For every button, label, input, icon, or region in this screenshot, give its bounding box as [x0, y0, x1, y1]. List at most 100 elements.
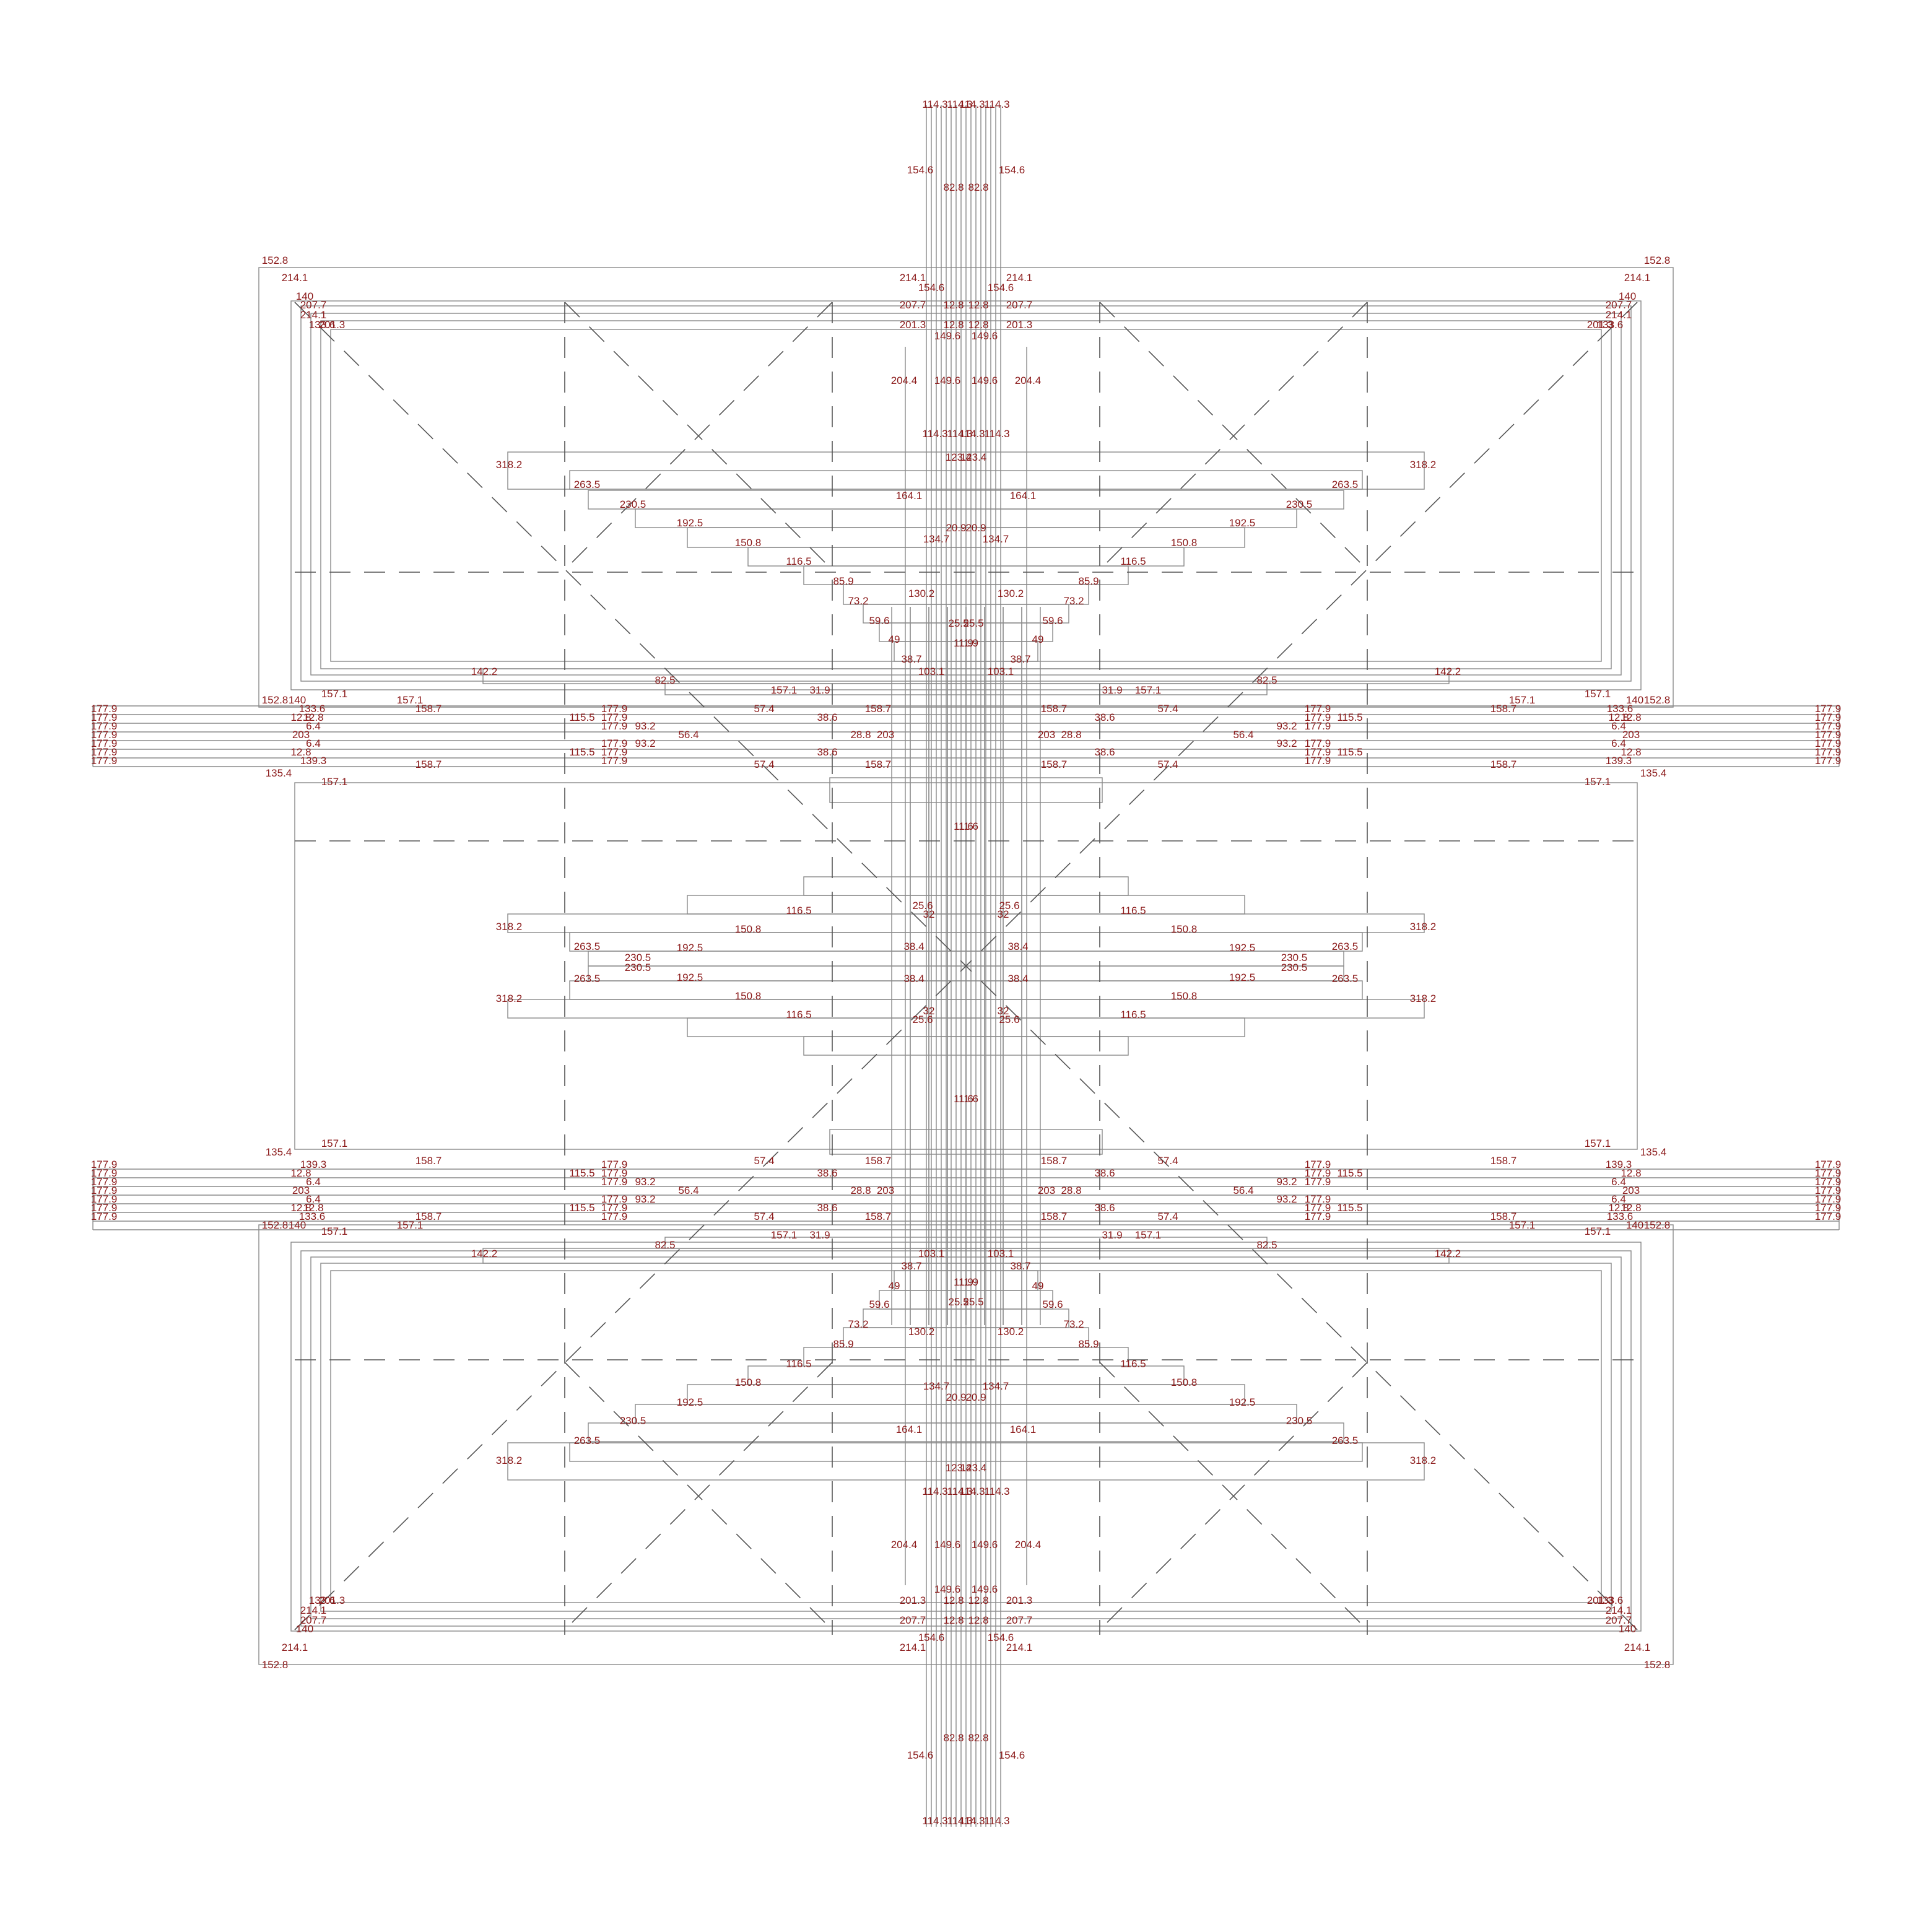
dimension-label: 114.3 — [947, 428, 972, 440]
dimension-label: 12.8 — [943, 319, 964, 331]
dimension-label: 28.8 — [850, 729, 871, 741]
dimension-label: 158.7 — [865, 703, 892, 715]
dashed-diagonal — [1099, 1362, 1368, 1630]
dimension-label: 177.9 — [1815, 1193, 1842, 1205]
dimension-label: 12.8 — [968, 1614, 988, 1626]
dimension-label: 20.9 — [965, 522, 986, 534]
dimension-label: 31.9 — [1102, 684, 1122, 696]
dimension-label: 214.1 — [300, 309, 327, 321]
dimension-label: 20.9 — [946, 522, 966, 534]
dimension-label: 139.3 — [1606, 755, 1632, 767]
dimension-label: 114.3 — [984, 428, 1009, 440]
dimension-label: 38.4 — [903, 941, 924, 952]
dimension-label: 123.4 — [946, 451, 972, 463]
dimension-label: 134.7 — [923, 1380, 950, 1392]
dimension-label: 158.7 — [416, 759, 442, 770]
dimension-label: 25.5 — [963, 617, 983, 629]
dimension-label: 157.1 — [1585, 1225, 1611, 1237]
dimension-label: 158.7 — [865, 1155, 892, 1167]
dimension-label: 59.6 — [869, 615, 889, 627]
dimension-label: 135.4 — [266, 767, 292, 779]
dimension-label: 115.5 — [569, 711, 594, 723]
dimension-label: 114.3 — [959, 1486, 985, 1497]
dimension-label: 177.9 — [91, 746, 118, 758]
dimension-label: 142.2 — [1435, 1248, 1461, 1260]
dimension-label: 115.5 — [569, 746, 594, 758]
dimension-label: 192.5 — [677, 1396, 703, 1408]
dimension-label: 57.4 — [754, 1211, 774, 1222]
dimension-label: 82.8 — [943, 1732, 964, 1744]
dimension-label: 85.9 — [833, 1338, 853, 1350]
dimension-label: 207.7 — [1006, 299, 1033, 311]
dimension-label: 114.3 — [959, 1815, 985, 1827]
dimension-label: 12.8 — [943, 299, 964, 311]
dimension-label: 12.8 — [290, 711, 311, 723]
member-outline — [894, 641, 1038, 662]
dimension-label: 123.4 — [946, 1462, 972, 1474]
dimension-label: 114.3 — [984, 1815, 1009, 1827]
dimension-label: 140 — [289, 1219, 306, 1231]
dimension-label: 177.9 — [91, 738, 118, 749]
dimension-label: 230.5 — [1286, 498, 1313, 510]
dimension-label: 38.6 — [817, 711, 837, 723]
dimension-label: 157.1 — [771, 684, 798, 696]
dimension-label: 57.4 — [754, 759, 774, 770]
dimension-label: 149.6 — [972, 375, 998, 386]
dimension-label: 214.1 — [1006, 1642, 1033, 1653]
dimension-label: 115.5 — [1337, 1167, 1362, 1179]
dimension-label: 11.6 — [954, 1093, 973, 1105]
dimension-label: 177.9 — [91, 1167, 118, 1179]
dimension-label: 20.9 — [965, 1391, 986, 1403]
dimension-label: 192.5 — [1229, 942, 1256, 954]
dimension-label: 177.9 — [1815, 711, 1842, 723]
dimension-label: 177.9 — [91, 703, 118, 715]
dimension-label: 133.6 — [299, 1211, 326, 1222]
dimension-label: 133.6 — [1597, 319, 1624, 331]
dimension-label: 203 — [1038, 729, 1055, 741]
dimension-label: 114.3 — [984, 98, 1009, 110]
dimension-label: 157.1 — [321, 1138, 348, 1149]
dimension-label: 214.1 — [1606, 309, 1632, 321]
dimension-label: 152.8 — [1644, 694, 1671, 706]
dimension-label: 157.1 — [1135, 684, 1162, 696]
dimension-label: 158.7 — [416, 1155, 442, 1167]
dimension-label: 38.7 — [1010, 1260, 1030, 1272]
dimension-label: 12.8 — [1608, 711, 1629, 723]
dimension-label: 152.8 — [1644, 1659, 1671, 1671]
member-outline — [894, 1270, 1038, 1291]
dimension-label: 158.7 — [1490, 1155, 1517, 1167]
dimension-label: 103.1 — [988, 1248, 1014, 1260]
dimension-label: 12.8 — [943, 1614, 964, 1626]
dimension-label: 150.8 — [1171, 923, 1198, 935]
dashed-diagonal — [564, 1362, 833, 1630]
dimension-label: 214.1 — [282, 1642, 308, 1653]
dimension-label: 177.9 — [601, 1159, 628, 1170]
dimension-label: 82.8 — [968, 181, 988, 193]
dimension-label: 177.9 — [1815, 1167, 1842, 1179]
dimension-label: 158.7 — [1041, 1211, 1068, 1222]
dimension-label: 25.6 — [912, 900, 933, 912]
dimension-label: 12.8 — [290, 1167, 311, 1179]
dimension-label: 150.8 — [1171, 990, 1198, 1002]
dimension-label: 207.7 — [900, 1614, 926, 1626]
dimension-label: 177.9 — [601, 746, 628, 758]
dimension-label: 140 — [296, 290, 313, 302]
dimension-label: 149.6 — [934, 330, 961, 342]
dimension-label: 82.5 — [1256, 674, 1277, 686]
dimension-label: 204.4 — [1015, 1539, 1042, 1551]
dimension-label: 93.2 — [635, 1193, 655, 1205]
dimension-label: 154.6 — [999, 164, 1025, 176]
dimension-label: 158.7 — [1490, 1211, 1517, 1222]
dimension-label: 157.1 — [771, 1229, 798, 1241]
dimension-label: 177.9 — [1815, 1202, 1842, 1214]
dimension-label: 59.6 — [869, 1299, 889, 1310]
dimension-label: 38.6 — [817, 746, 837, 758]
dimension-label: 177.9 — [601, 1211, 628, 1222]
dimension-label: 157.1 — [1585, 776, 1611, 788]
dashed-diagonal — [965, 302, 1638, 967]
dimension-label: 263.5 — [1332, 1435, 1359, 1447]
dimension-label: 6.4 — [1611, 738, 1626, 749]
dimension-label: 25.6 — [912, 1014, 933, 1025]
dimension-label: 85.9 — [1078, 1338, 1099, 1350]
dimension-label: 177.9 — [601, 711, 628, 723]
